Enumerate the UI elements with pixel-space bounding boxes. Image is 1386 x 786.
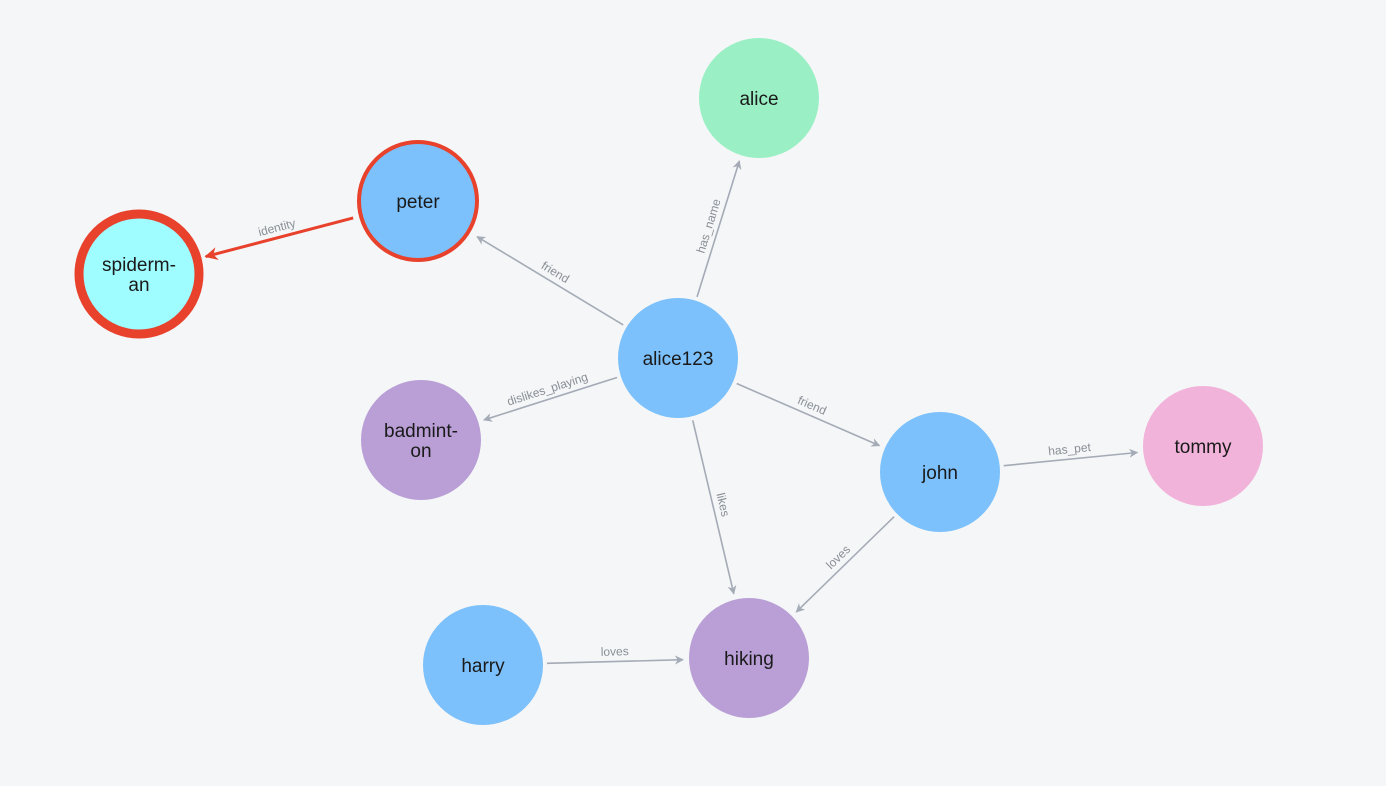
edge-alice123-likes-hiking[interactable]: likes: [691, 420, 737, 595]
edge-harry-loves-hiking[interactable]: loves: [546, 644, 684, 665]
node-label: alice: [739, 89, 778, 110]
node-circle[interactable]: [880, 412, 1000, 532]
edge-line[interactable]: [795, 516, 895, 613]
edge-label: dislikes_playing: [505, 370, 589, 409]
node-label: alice123: [643, 349, 714, 370]
edge-line[interactable]: [696, 160, 742, 298]
edge-line[interactable]: [483, 376, 618, 422]
edge-line[interactable]: [204, 216, 354, 260]
edge-john-has_pet-tommy[interactable]: has_pet: [1003, 440, 1139, 467]
edge-alice123-has_name-alice[interactable]: has_name: [694, 160, 742, 298]
edge-alice123-dislikes_playing-badminton[interactable]: dislikes_playing: [483, 370, 618, 422]
node-label: an: [128, 275, 149, 296]
node-alice123[interactable]: alice123: [618, 298, 738, 418]
node-peter[interactable]: peter: [357, 140, 479, 262]
edge-line[interactable]: [476, 235, 624, 326]
edge-line[interactable]: [691, 420, 737, 595]
edge-label: has_pet: [1048, 440, 1093, 458]
edge-label: likes: [713, 491, 732, 518]
edge-line[interactable]: [736, 382, 881, 447]
node-label: harry: [461, 656, 505, 677]
node-badminton[interactable]: badmint-on: [361, 380, 481, 500]
node-label: john: [921, 463, 958, 484]
node-circle[interactable]: [618, 298, 738, 418]
node-spiderman[interactable]: spiderm-an: [74, 209, 204, 339]
edge-label: friend: [539, 258, 572, 286]
node-label: hiking: [724, 649, 774, 670]
node-label: spiderm-: [102, 255, 176, 276]
edge-alice123-friend-peter[interactable]: friend: [476, 235, 624, 326]
nodes-layer: alice123 alice peter spiderm-an badmint-on jo…: [74, 38, 1263, 725]
edge-alice123-friend-john[interactable]: friend: [736, 382, 881, 447]
edge-john-loves-hiking[interactable]: loves: [795, 516, 895, 613]
node-alice[interactable]: alice: [699, 38, 819, 158]
edge-line[interactable]: [546, 655, 684, 665]
node-harry[interactable]: harry: [423, 605, 543, 725]
node-circle[interactable]: [74, 209, 204, 339]
node-hiking[interactable]: hiking: [689, 598, 809, 718]
node-circle[interactable]: [689, 598, 809, 718]
node-label: tommy: [1175, 437, 1233, 458]
edge-line[interactable]: [1003, 448, 1139, 467]
node-label: peter: [396, 192, 440, 213]
node-circle[interactable]: [361, 380, 481, 500]
edge-label: loves: [601, 644, 629, 659]
edge-label: friend: [796, 393, 829, 418]
node-tommy[interactable]: tommy: [1143, 386, 1263, 506]
node-circle[interactable]: [1143, 386, 1263, 506]
node-circle[interactable]: [357, 140, 479, 262]
node-label: badmint-: [384, 421, 458, 442]
node-circle[interactable]: [699, 38, 819, 158]
node-label: on: [410, 441, 431, 462]
node-john[interactable]: john: [880, 412, 1000, 532]
edge-label: loves: [823, 542, 853, 572]
node-circle[interactable]: [423, 605, 543, 725]
edge-peter-identity-spiderman[interactable]: identity: [204, 216, 354, 260]
